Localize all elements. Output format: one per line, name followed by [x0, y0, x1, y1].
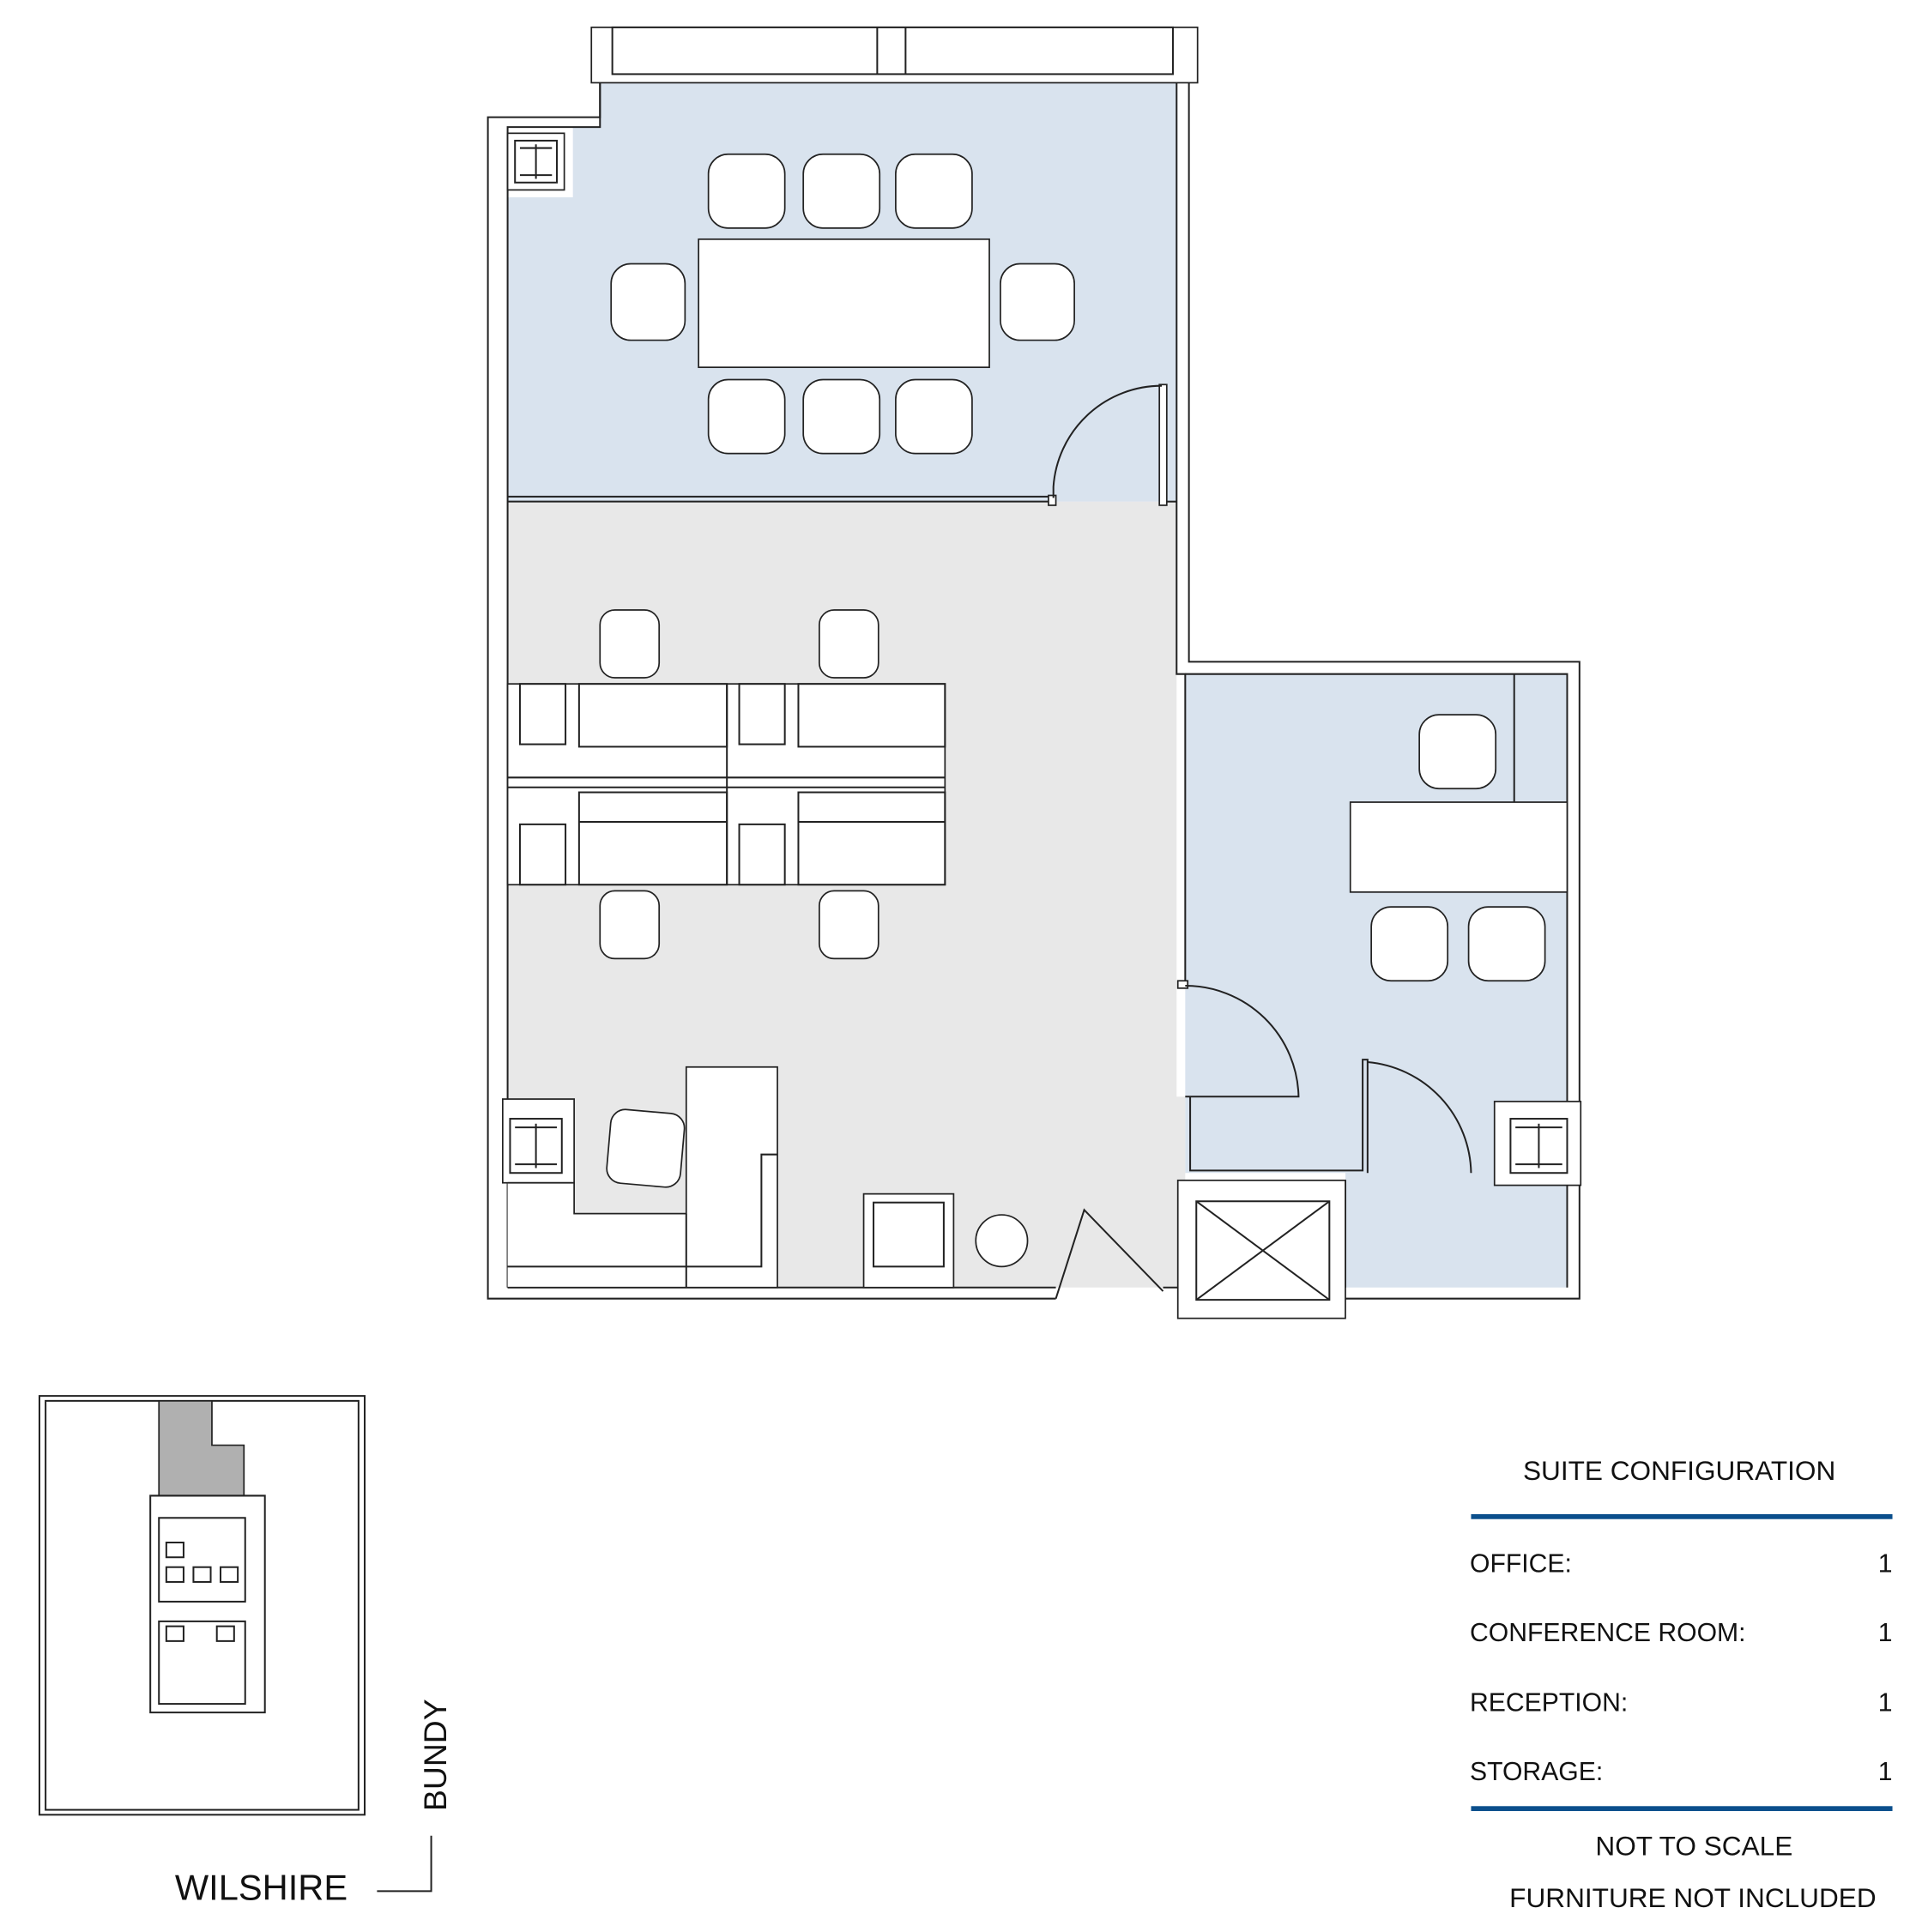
reception-desk — [507, 1066, 1029, 1289]
column-icon — [1493, 1101, 1582, 1186]
street-label-wilshire: WILSHIRE — [175, 1867, 348, 1907]
office-desk — [1349, 801, 1568, 893]
entry-door[interactable] — [1055, 1208, 1164, 1299]
not-to-scale-note: NOT TO SCALE — [1595, 1831, 1792, 1862]
shaft — [1176, 1179, 1346, 1319]
legend-row-value: 1 — [1878, 1689, 1893, 1718]
conference-chairs — [610, 153, 1075, 455]
street-label-bundy: BUNDY — [417, 1699, 453, 1811]
legend-row-value: 1 — [1878, 1758, 1893, 1786]
legend-row-label: OFFICE: — [1470, 1549, 1572, 1578]
legend-row-label: RECEPTION: — [1470, 1689, 1628, 1718]
legend-divider — [1471, 1806, 1893, 1812]
street-corner-marker — [377, 1835, 432, 1893]
legend-row-value: 1 — [1878, 1619, 1893, 1647]
suite-configuration-legend: SUITE CONFIGURATION OFFICE: 1 CONFERENCE… — [1470, 1455, 1893, 1913]
legend-row-label: CONFERENCE ROOM: — [1470, 1619, 1746, 1647]
legend-row-label: STORAGE: — [1470, 1758, 1603, 1786]
storage-door[interactable] — [1367, 1060, 1472, 1174]
legend-divider — [1471, 1513, 1893, 1519]
conference-door[interactable] — [1052, 384, 1163, 498]
furniture-note: FURNITURE NOT INCLUDED — [1509, 1882, 1877, 1913]
conference-table — [698, 238, 990, 369]
column-icon — [501, 1098, 575, 1184]
office-door[interactable] — [1185, 984, 1300, 1098]
workstations — [506, 609, 946, 960]
legend-row-value: 1 — [1878, 1549, 1893, 1578]
suite-floor-plan — [487, 26, 1582, 1319]
legend-title: SUITE CONFIGURATION — [1523, 1455, 1835, 1486]
column-icon — [506, 132, 565, 191]
suite-location-highlight — [158, 1400, 245, 1497]
key-plan: BUNDY WILSHIRE — [38, 1395, 453, 1907]
